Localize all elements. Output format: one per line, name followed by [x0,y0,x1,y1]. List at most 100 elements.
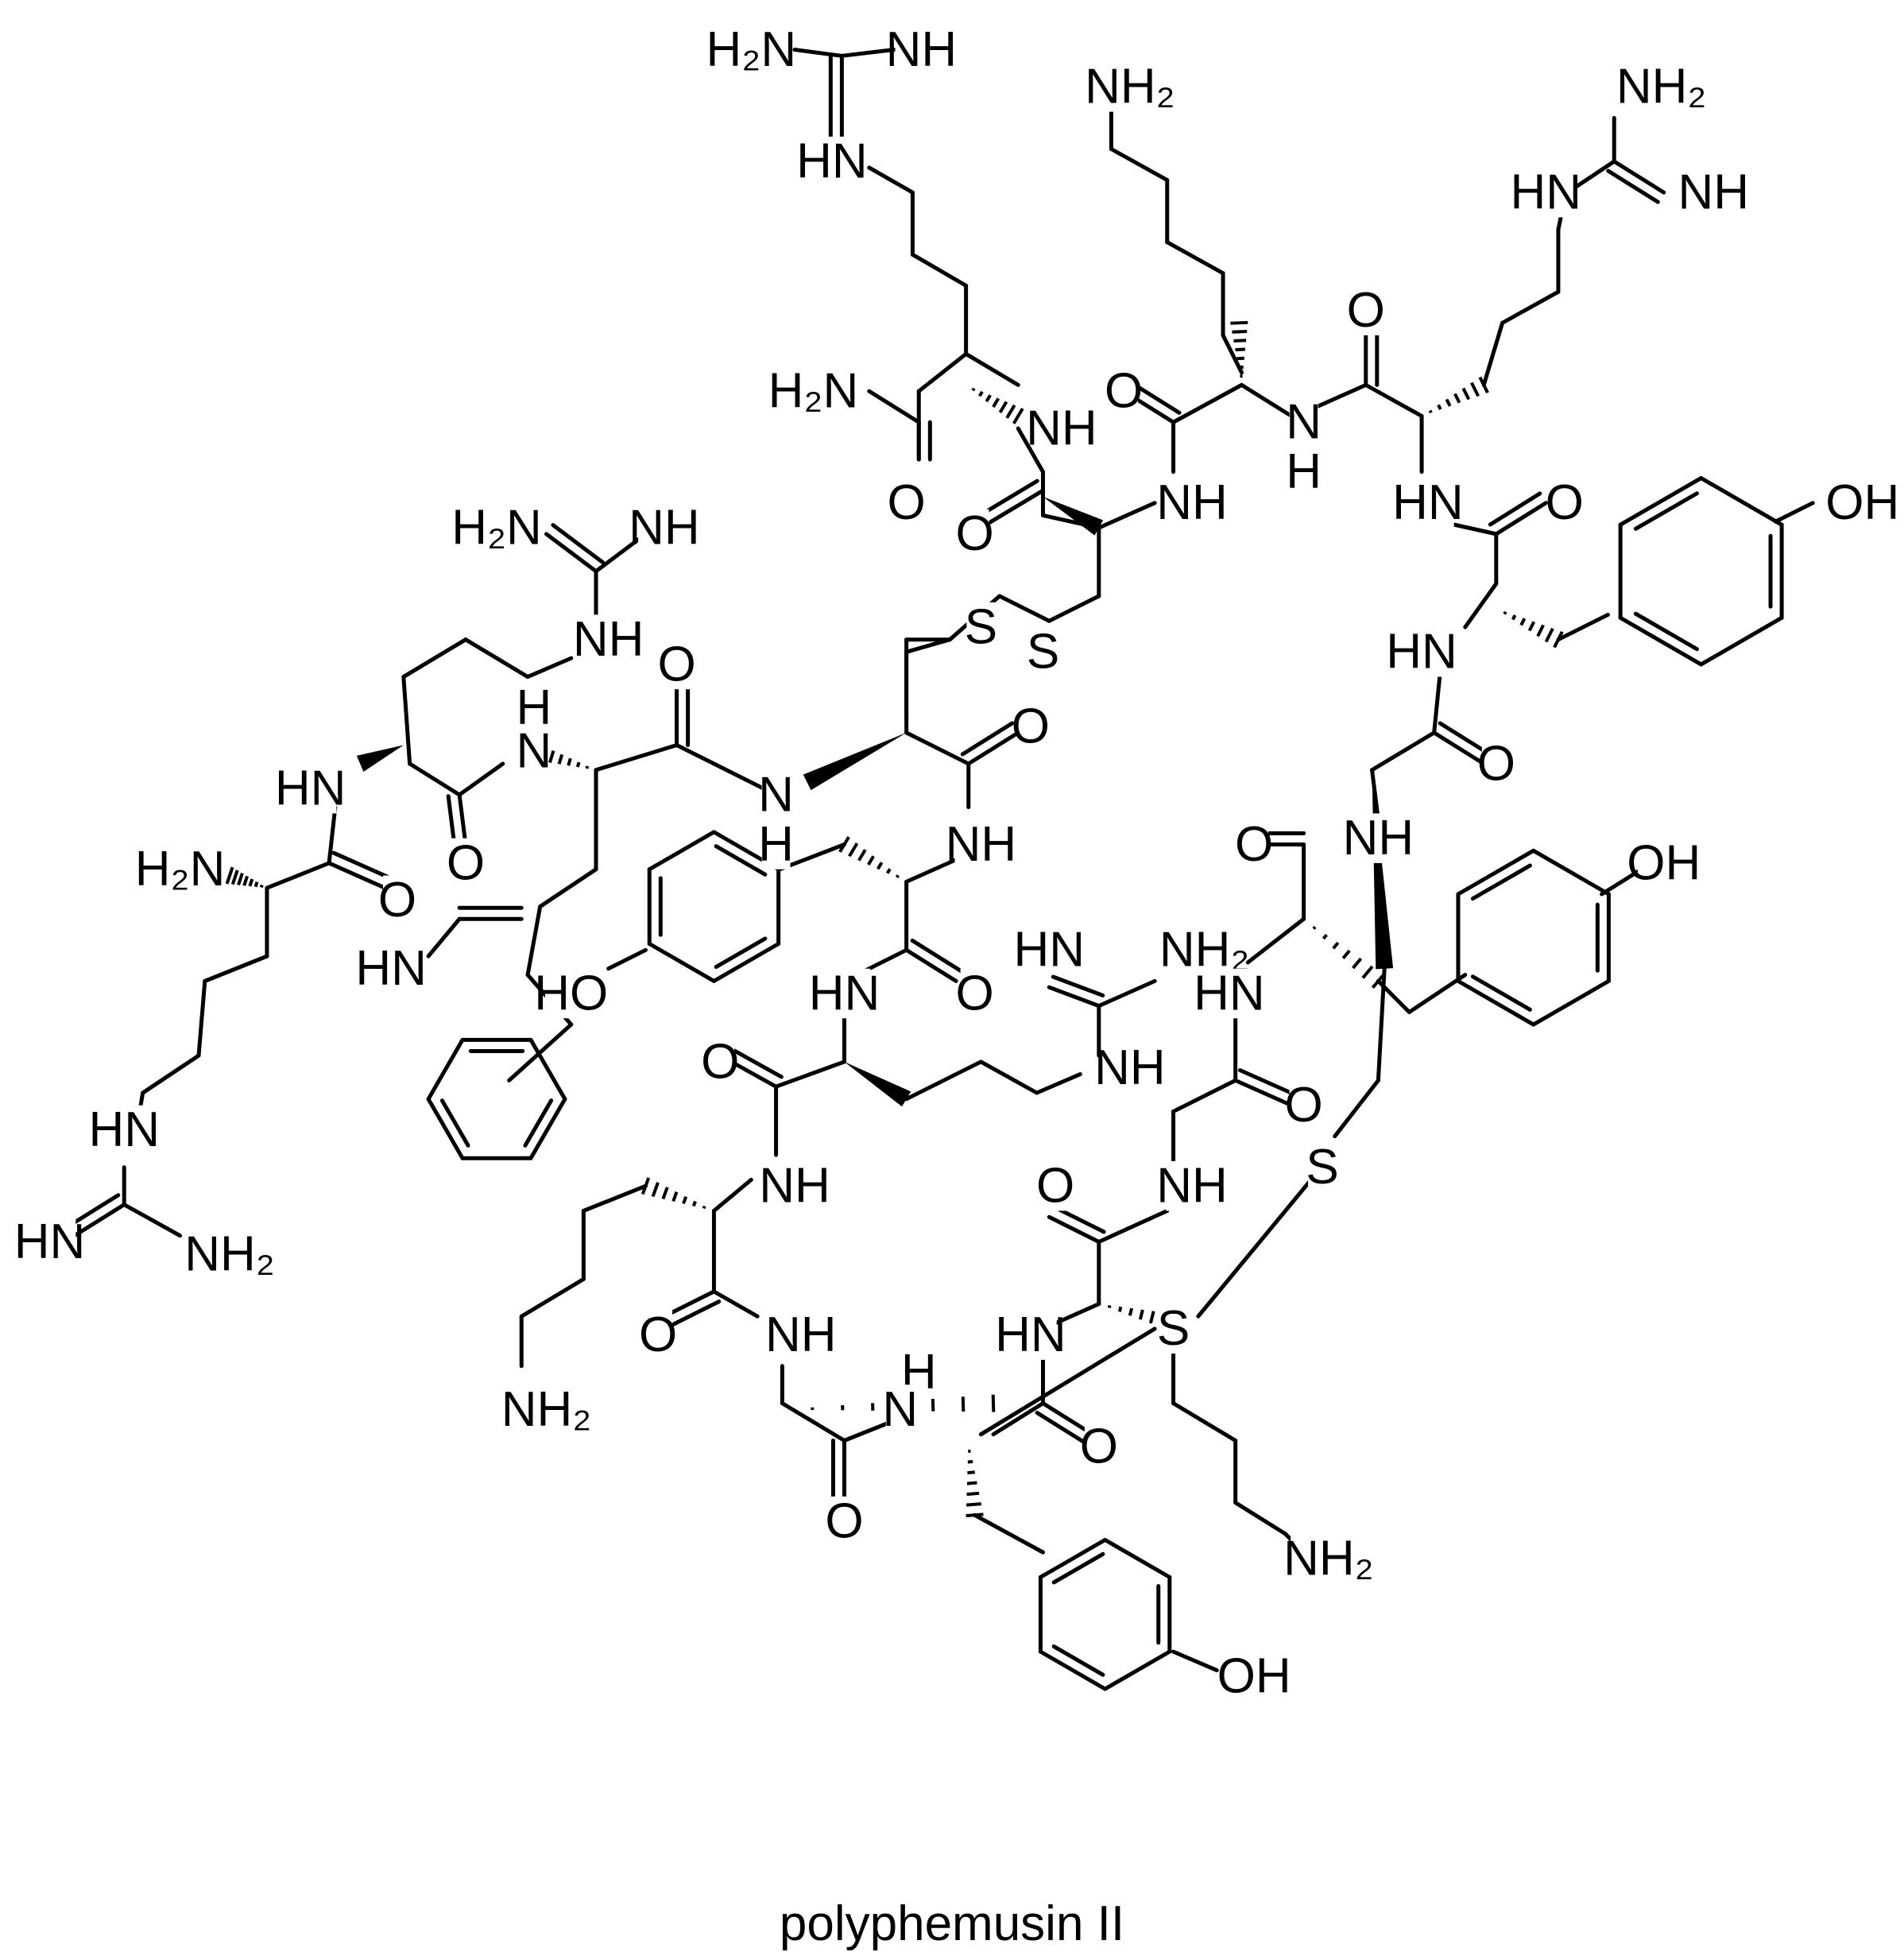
bond-9 [966,354,1019,385]
bond-178 [596,746,677,770]
bond-2 [795,50,842,56]
atom-label-hn: HN [1392,475,1464,530]
atom-label-oh: OH [1627,835,1701,890]
atom-label-hn: HN [1014,923,1086,978]
bond-61 [1558,614,1608,639]
bond-124 [1105,1652,1170,1689]
bond-46 [1484,323,1502,385]
bond-202 [428,1040,462,1098]
atom-label-nh: NH [629,500,700,555]
bond-103 [1099,1210,1167,1241]
bond-70 [1701,478,1782,525]
atom-label-h2n: H₂N [706,22,797,77]
bond-121 [1105,1540,1170,1578]
atom-label-nh: NH [765,1307,837,1362]
atom-label-o: O [1546,475,1584,530]
bond-137 [714,1292,757,1316]
bond-36 [1174,385,1242,422]
bond-207 [410,764,460,795]
atom-label-o: O [1285,1078,1323,1133]
bond-155 [1037,1075,1081,1093]
bond-14 [869,391,919,422]
atom-label-nh: NH [886,22,958,77]
hash-bond-35 [1230,323,1248,376]
atom-label-hn: HN [14,1214,86,1269]
bond-25 [1000,596,1050,621]
atom-label-o: O [447,835,485,890]
bond-50 [1577,161,1614,186]
atom-label-nh2: NH₂ [1283,1531,1374,1586]
bond-101 [1236,1080,1291,1105]
bond-42 [1366,385,1422,416]
bond-171 [649,944,714,982]
atom-label-o: O [1012,699,1050,753]
atom-label-h2n: H₂N [451,500,542,555]
bond-65 [1620,618,1701,664]
bond-96 [1534,850,1609,894]
bond-5 [869,168,913,192]
atom-label-n: N [1286,395,1322,450]
atom-label-nh: NH [573,612,644,667]
atom-label-h: H [516,680,551,735]
bond-144 [521,1279,583,1316]
atom-label-nh: NH [759,1159,830,1214]
bond-209 [404,640,466,677]
bond-146 [714,1179,751,1210]
atom-label-h2n: H₂N [768,364,859,419]
bond-22 [1099,503,1155,528]
bond-226 [199,981,205,1055]
atom-label-o: O [955,506,993,561]
hash-bond-60 [1504,612,1562,648]
bond-129 [1054,1554,1103,1582]
bond-90 [1534,981,1609,1024]
bond-7 [912,254,966,285]
atom-label-oh: OH [1217,1649,1291,1704]
atom-label-s: S [1027,625,1059,680]
atom-label-h2n: H₂N [135,842,226,897]
bond-47 [1503,292,1558,323]
atom-label-h: H [1286,444,1322,499]
atom-label-hn: HN [1386,625,1457,680]
atom-label-nh: NH [1156,475,1228,530]
atom-label-nh: NH [1678,165,1749,220]
atom-label-n: N [758,767,794,822]
bond-206 [459,764,503,795]
bond-142 [583,1186,645,1210]
bond-176 [609,950,646,968]
atom-label-oh: OH [1825,475,1899,530]
atom-label-nh: NH [1343,811,1414,866]
atom-label-o: O [378,873,416,928]
atom-label-o: O [639,1307,677,1362]
bond-24 [1049,596,1099,621]
atom-label-o: O [1036,1159,1074,1214]
molecule-name: polyphemusin II [0,1896,1904,1952]
bond-120 [975,1515,1043,1552]
bond-191 [528,907,540,975]
atom-label-hn: HN [995,1307,1066,1362]
bond-225 [205,956,267,981]
wedge-bond-152 [845,1062,911,1106]
bond-64 [1701,618,1782,664]
bond-190 [540,869,596,907]
hash-bond-119 [966,1451,984,1516]
atom-label-nh: NH [946,817,1017,872]
bond-82 [1248,919,1303,962]
atom-label-o: O [1080,1419,1118,1474]
hash-bond-45 [1430,378,1488,413]
bond-220 [267,863,329,888]
hash-bond-141 [643,1178,705,1209]
bond-198 [525,1101,551,1146]
hash-bond-223 [227,867,262,887]
atom-label-s: S [965,599,997,654]
atom-label-o: O [888,475,926,530]
bond-10 [919,354,966,391]
bond-208 [404,677,410,764]
bond-112 [1236,1503,1286,1534]
atom-label-o: O [1105,364,1143,419]
bond-71 [1775,503,1813,521]
bond-201 [442,1101,468,1146]
bond-126 [1054,1647,1103,1675]
bond-130 [1174,1652,1217,1670]
atom-label-o: O [701,1034,739,1089]
